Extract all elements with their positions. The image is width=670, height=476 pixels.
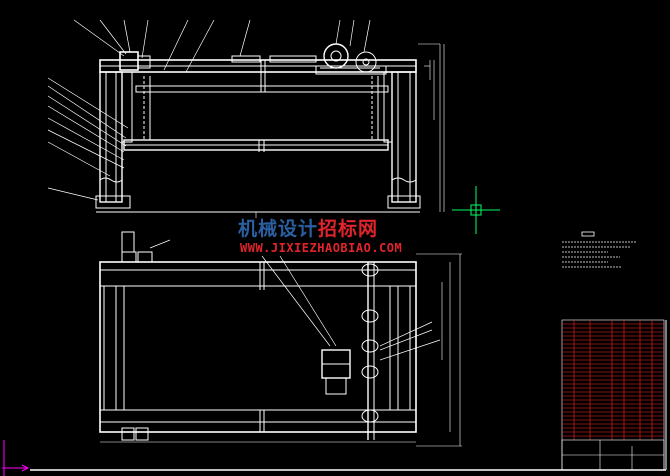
watermark-part1: 机械设计	[238, 218, 319, 240]
ucs-axis-icon	[2, 440, 30, 476]
parts-list-table	[561, 319, 665, 471]
technical-notes	[562, 231, 636, 268]
plan-view	[99, 231, 462, 447]
watermark: 机械设计招标网 WWW.JIXIEZHAOBIAO.COM	[238, 214, 438, 258]
front-view	[47, 19, 445, 218]
watermark-url: WWW.JIXIEZHAOBIAO.COM	[240, 241, 403, 255]
watermark-part2: 招标网	[318, 218, 379, 240]
crosshair-cursor-icon	[452, 186, 500, 234]
watermark-title: 机械设计招标网	[238, 214, 378, 241]
